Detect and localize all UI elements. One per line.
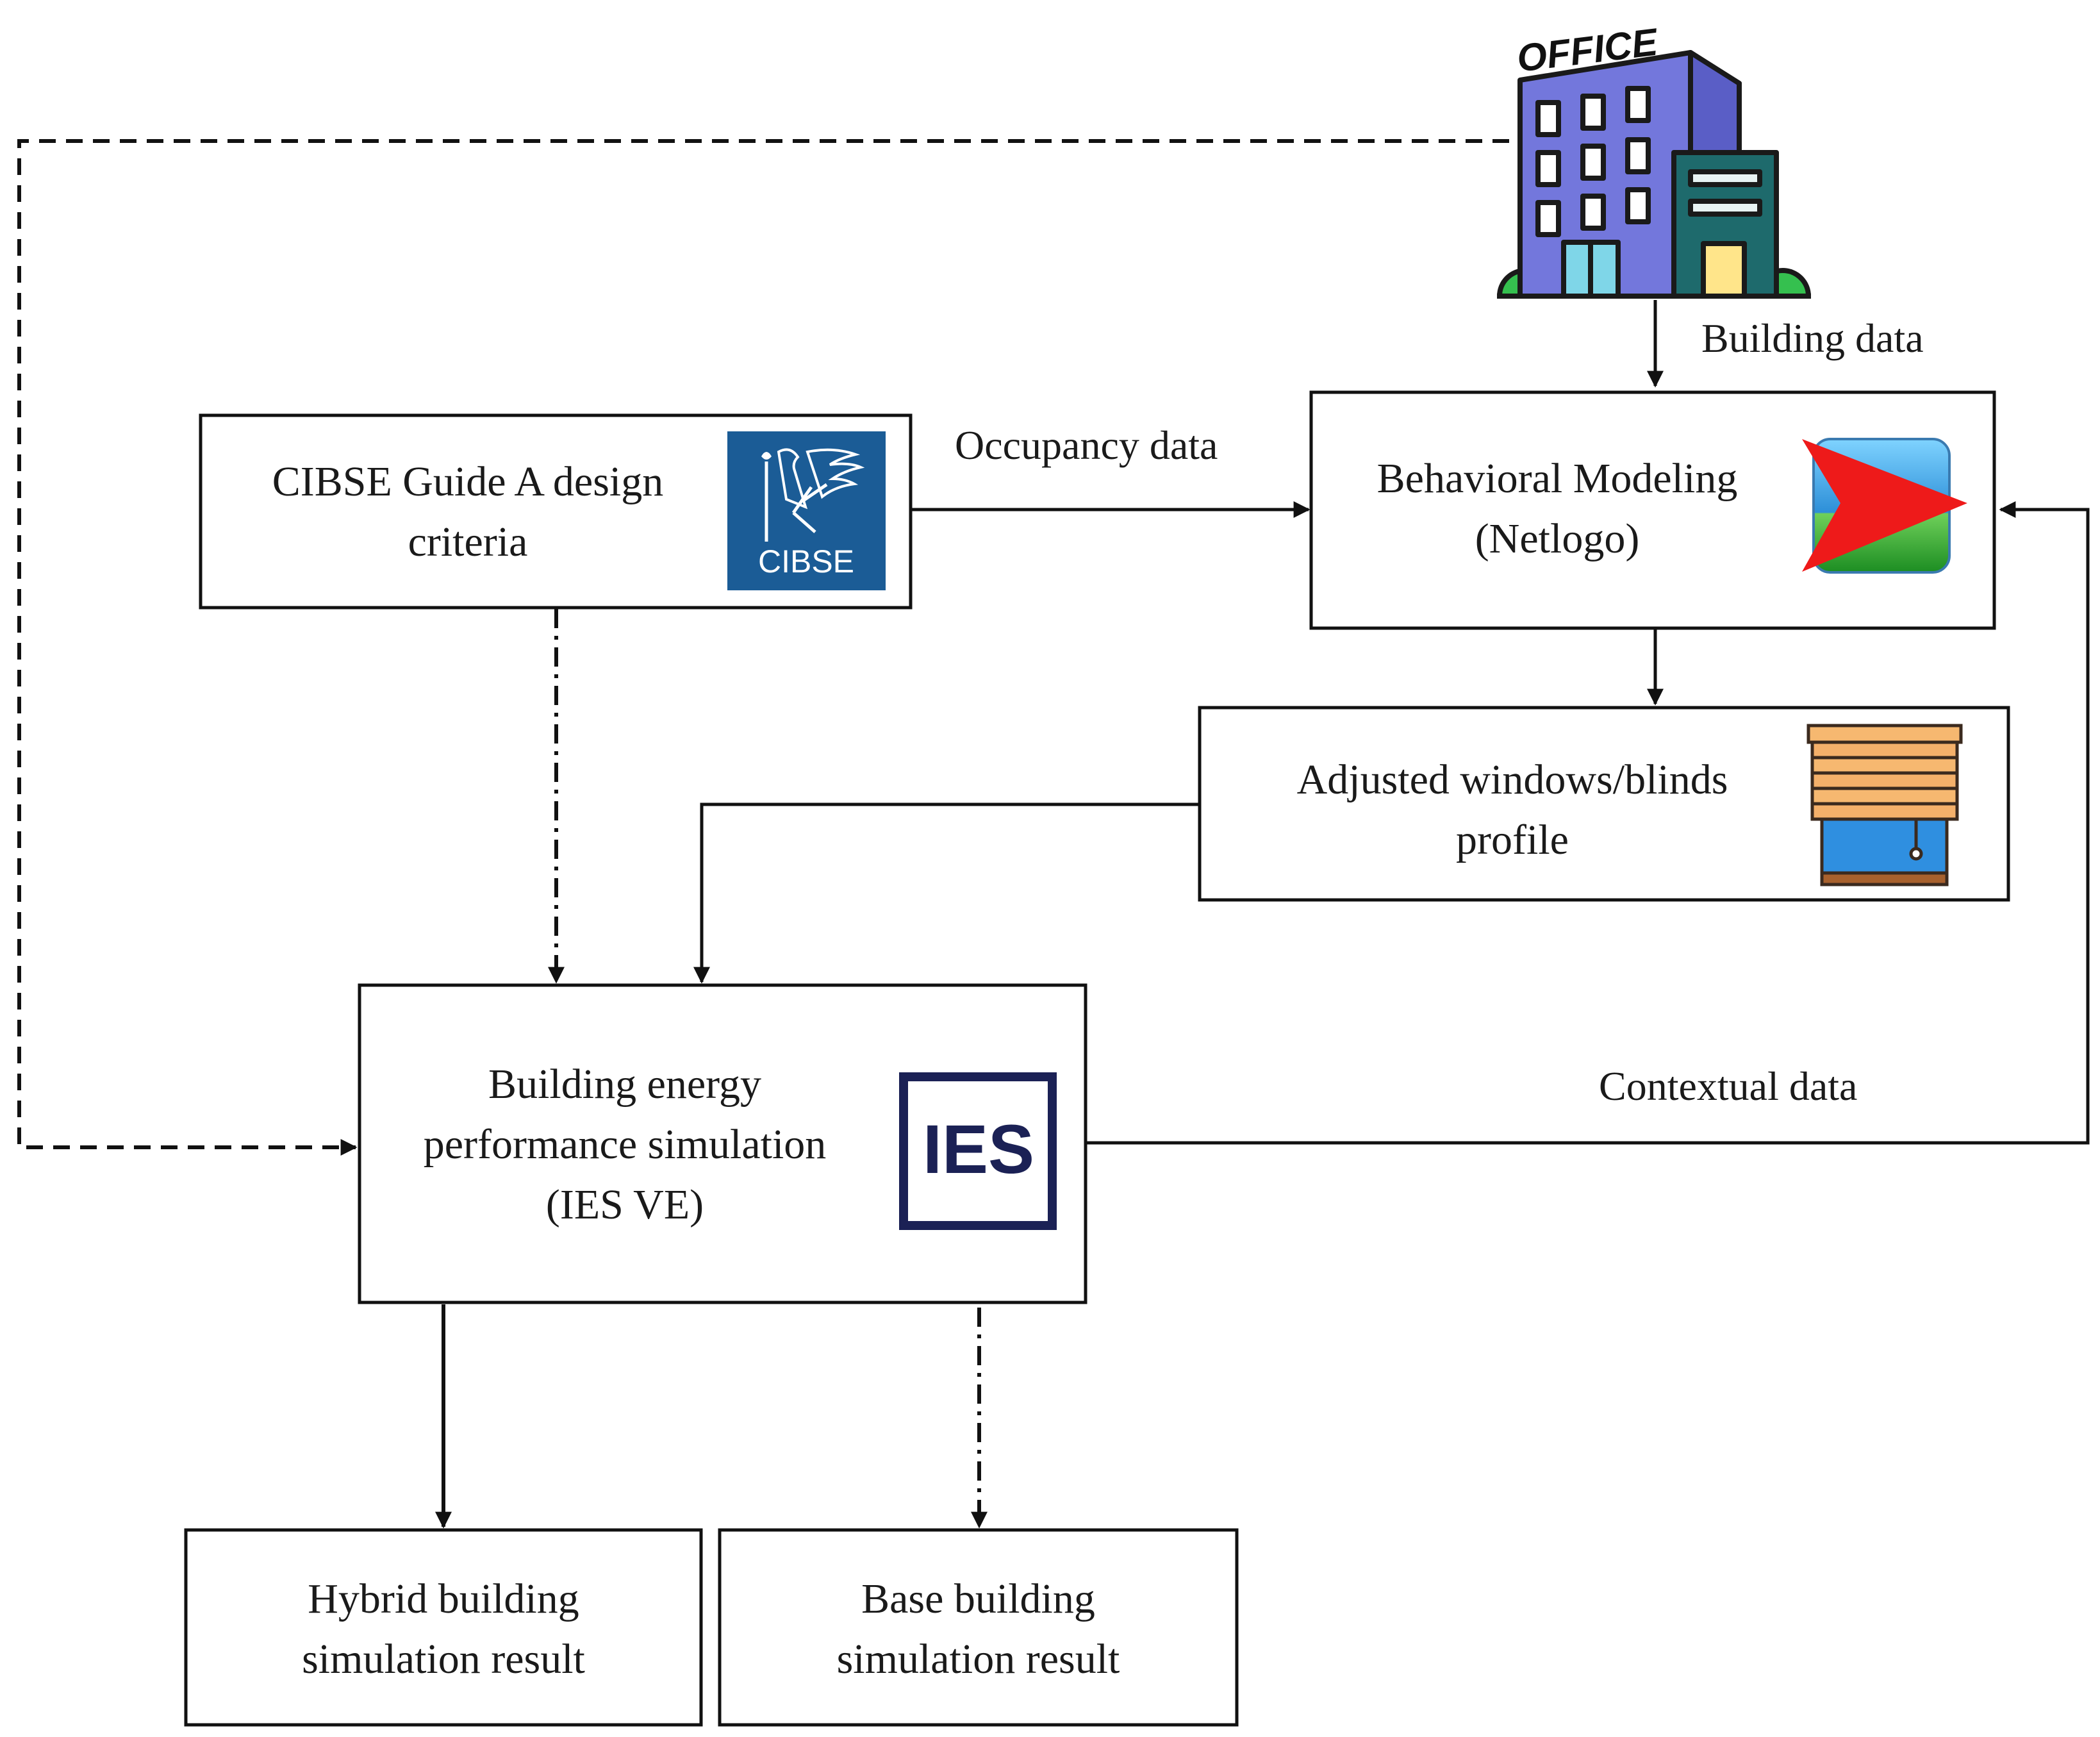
windows-label: Adjusted windows/blinds profile — [1296, 756, 1728, 863]
building-data-label: Building data — [1701, 315, 1924, 361]
box-base — [718, 1528, 1239, 1727]
cibse-label: CIBSE Guide A design criteria — [272, 458, 664, 565]
netlogo-logo-icon — [1802, 438, 1967, 574]
ies-label: Building energy performance simulation (… — [423, 1061, 827, 1228]
ies-logo-icon: IES — [899, 1072, 1057, 1230]
ies-logo-text: IES — [923, 1110, 1034, 1188]
contextual-data-label: Contextual data — [1599, 1063, 1858, 1109]
behavioral-label: Behavioral Modeling (Netlogo) — [1377, 455, 1738, 562]
edge-office-to-ies-dashed — [17, 139, 1509, 1156]
occupancy-data-label: Occupancy data — [955, 422, 1218, 468]
cibse-logo-icon: CIBSE — [727, 431, 886, 590]
window-blinds-icon — [1806, 724, 1963, 886]
box-hybrid — [184, 1528, 703, 1727]
hybrid-label: Hybrid building simulation result — [302, 1575, 585, 1683]
office-building-icon: OFFICE — [1497, 20, 1811, 299]
cibse-logo-text: CIBSE — [758, 544, 854, 579]
edge-contextual-data — [1086, 501, 2090, 1145]
edge-windows-to-ies — [693, 802, 1200, 984]
base-label: Base building simulation result — [836, 1575, 1120, 1683]
